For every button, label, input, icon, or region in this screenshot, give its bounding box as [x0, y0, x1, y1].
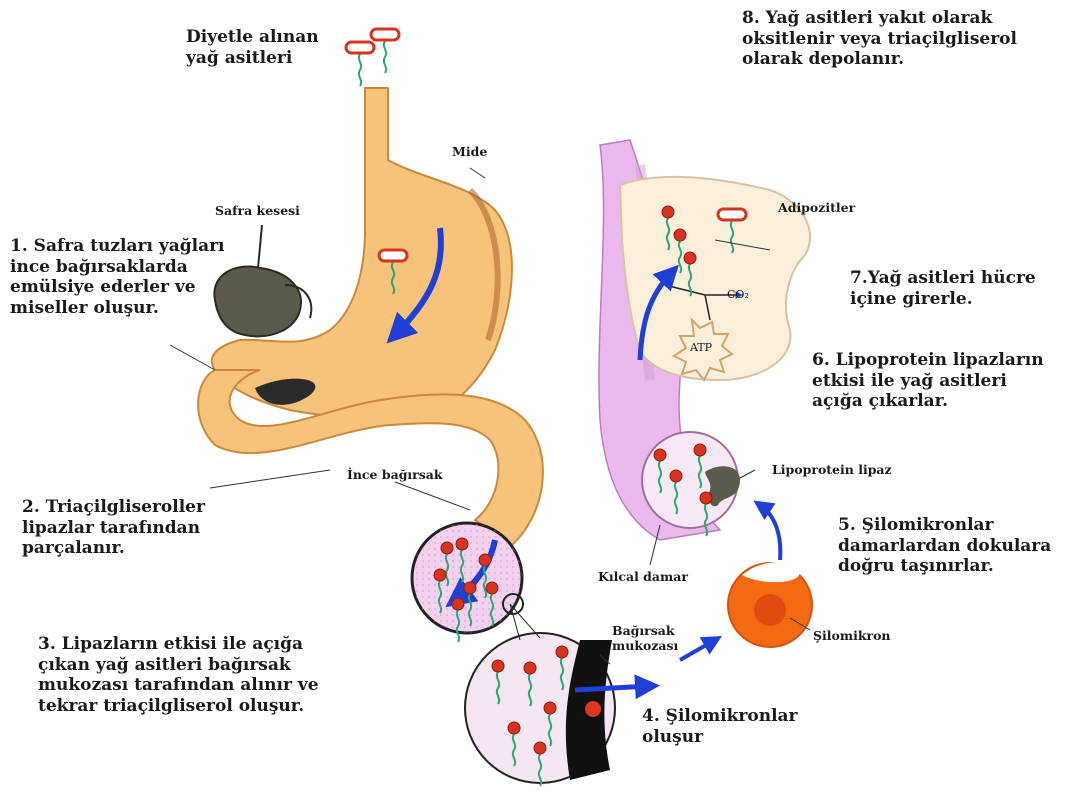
intestinal-mucosa-label: Bağırsak mukozası: [612, 623, 678, 653]
chylomicron: [728, 563, 812, 647]
stomach: [212, 88, 512, 418]
to-capillary-arrow: [760, 505, 780, 560]
fatty-acid-head: [524, 662, 536, 674]
fatty-acid-head: [700, 492, 712, 504]
step-4-text: 4. Şilomikronlar oluşur: [642, 706, 842, 747]
fatty-acid-head: [456, 538, 468, 550]
capillary-circle: [642, 432, 740, 528]
co2-label: CO₂: [727, 288, 749, 301]
fatty-acid-head: [486, 582, 498, 594]
small-intestine-label: İnce bağırsak: [347, 467, 443, 482]
fatty-acid-head: [654, 449, 666, 461]
fatty-acid-tail: [384, 41, 386, 73]
to-chylomicron-arrow: [680, 640, 715, 660]
step-6-text: 6. Lipoprotein lipazların etkisi ile yağ…: [812, 350, 1052, 412]
fatty-acid-head: [544, 702, 556, 714]
fatty-acid-head: [452, 598, 464, 610]
gallbladder-label: Safra kesesi: [215, 203, 300, 218]
dietary-fatty-acids-label: Diyetle alınan yağ asitleri: [186, 27, 356, 68]
triacylglycerol-molecule: [379, 250, 407, 261]
fatty-acid-tail: [359, 54, 361, 86]
triacylglycerol-molecule: [371, 29, 399, 40]
fatty-acid-head: [684, 252, 696, 264]
fatty-acid-head: [662, 206, 674, 218]
fatty-acid-head: [508, 722, 520, 734]
fatty-acid-head: [434, 569, 446, 581]
fatty-acid-head: [694, 444, 706, 456]
triacylglycerol-molecule: [718, 209, 746, 220]
intestine-lumen-circle: [412, 523, 522, 633]
adipocytes-label: Adipozitler: [778, 200, 855, 215]
fatty-acid-head: [534, 742, 546, 754]
fatty-acid-head: [441, 542, 453, 554]
atp-label: ATP: [690, 341, 712, 354]
fatty-acid-head: [670, 470, 682, 482]
step-2-text: 2. Triaçilgliseroller lipazlar tarafında…: [22, 497, 242, 559]
chylomicron-label: Şilomikron: [813, 628, 891, 643]
step-5-text: 5. Şilomikronlar damarlardan dokulara do…: [838, 515, 1068, 577]
capillary-label: Kılcal damar: [598, 569, 688, 584]
step-8-text: 8. Yağ asitleri yakıt olarak oksitlenir …: [742, 8, 1062, 70]
step-3-text: 3. Lipazların etkisi ile açığa çıkan yağ…: [38, 634, 358, 717]
fatty-acid-head: [492, 660, 504, 672]
fatty-acid-head: [674, 229, 686, 241]
fatty-acid-head: [556, 646, 568, 658]
fatty-acid-head: [479, 554, 491, 566]
step-7-text: 7.Yağ asitleri hücre içine girerle.: [850, 268, 1070, 309]
stomach-label: Mide: [452, 144, 487, 159]
fatty-acid-head: [464, 582, 476, 594]
lipoprotein-lipase-label: Lipoprotein lipaz: [772, 462, 892, 477]
step-1-text: 1. Safra tuzları yağları ince bağırsakla…: [10, 236, 240, 319]
